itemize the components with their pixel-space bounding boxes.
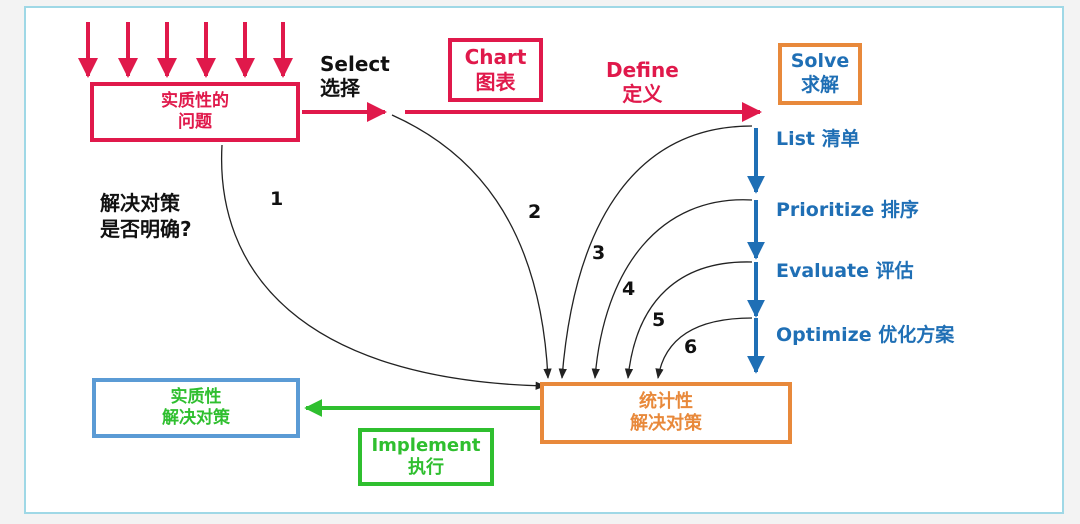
decision-question-line2: 是否明确? — [100, 217, 192, 241]
define-label-line1: Define — [606, 58, 679, 82]
step-evaluate: Evaluate 评估 — [776, 260, 914, 282]
decision-question-label: 解决对策 是否明确? — [100, 190, 192, 242]
step-prioritize: Prioritize 排序 — [776, 199, 919, 221]
implement-box-line2: 执行 — [408, 457, 444, 478]
substantive-box-line2: 解决对策 — [162, 408, 230, 428]
decision-question-line1: 解决对策 — [100, 191, 180, 215]
path-number-4: 4 — [622, 278, 636, 300]
step-optimize: Optimize 优化方案 — [776, 324, 955, 346]
chart-box-line2: 图表 — [475, 70, 516, 94]
path-number-5: 5 — [652, 309, 666, 331]
problem-box-line1: 实质性的 — [161, 90, 229, 111]
solve-box-line2: 求解 — [800, 74, 839, 96]
select-label: Select 选择 — [320, 52, 390, 100]
chart-box: Chart 图表 — [448, 38, 543, 102]
path-number-3: 3 — [592, 242, 606, 264]
statistical-box-line1: 统计性 — [639, 390, 693, 412]
problem-box: 实质性的 问题 — [90, 82, 300, 142]
solve-box: Solve 求解 — [778, 43, 862, 105]
define-label-line2: 定义 — [622, 82, 663, 106]
path-number-1: 1 — [270, 188, 284, 210]
path-number-6: 6 — [684, 336, 698, 358]
define-label: Define 定义 — [606, 58, 679, 106]
solve-box-line1: Solve — [790, 50, 850, 73]
select-label-line1: Select — [320, 52, 390, 76]
substantive-box-line1: 实质性 — [170, 386, 222, 407]
statistical-solution-box: 统计性 解决对策 — [540, 382, 792, 444]
step-list: List 清单 — [776, 128, 860, 150]
implement-box: Implement 执行 — [358, 428, 494, 486]
feedback-curve-1 — [220, 144, 547, 390]
implement-box-line1: Implement — [371, 434, 481, 456]
substantive-solution-box: 实质性 解决对策 — [92, 378, 300, 438]
feedback-curve-5 — [624, 261, 753, 380]
feedback-curve-4 — [591, 199, 753, 380]
feedback-curve-2 — [391, 114, 552, 380]
chart-box-line1: Chart — [464, 45, 527, 69]
statistical-box-line2: 解决对策 — [630, 413, 702, 434]
problem-box-line2: 问题 — [178, 112, 212, 132]
path-number-2: 2 — [528, 201, 542, 223]
feedback-curve-6 — [655, 317, 753, 380]
select-label-line2: 选择 — [320, 76, 360, 100]
feedback-curve-3 — [558, 125, 753, 380]
